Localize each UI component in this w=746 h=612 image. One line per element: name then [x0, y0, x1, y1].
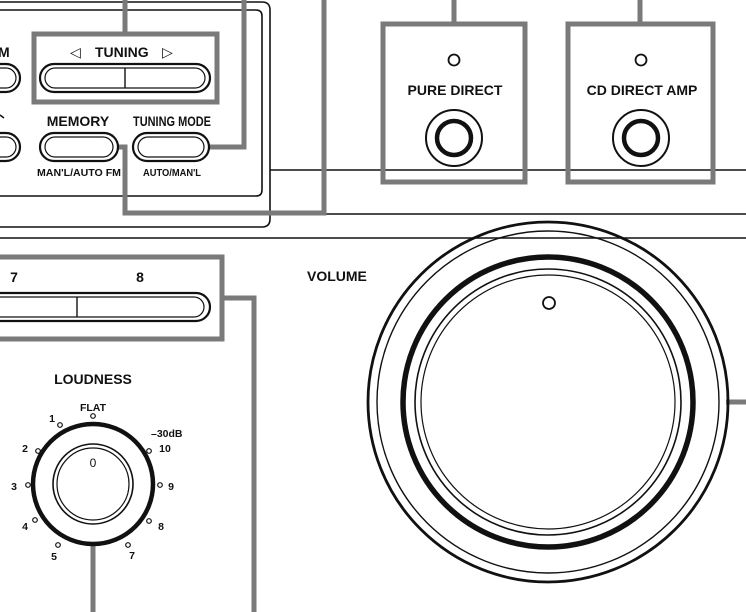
volume-knob[interactable] — [366, 220, 730, 584]
tuning-group: ◁ TUNING ▷ — [38, 44, 212, 94]
preset-7-8-button[interactable] — [0, 291, 212, 323]
presets-leader — [222, 295, 257, 612]
scale-dot-10 — [146, 448, 152, 454]
loudness-group: LOUDNESS FLAT –30dB 0 1 2 3 4 5 7 8 9 — [11, 371, 183, 563]
memory-label: MEMORY — [47, 113, 110, 129]
pure-direct-group: PURE DIRECT — [408, 53, 503, 167]
scale-label-1: 1 — [49, 413, 55, 425]
volume-group: VOLUME — [307, 220, 730, 584]
preset-group: 7 8 — [0, 269, 212, 323]
cropped-button-label: M — [0, 44, 10, 60]
loudness-knob-mark: 0 — [90, 456, 97, 470]
tuning-mode-button[interactable] — [131, 131, 211, 163]
tuning-left-arrow: ◁ — [70, 44, 81, 60]
cropped-button-upper[interactable] — [0, 62, 22, 94]
scale-dot-2 — [35, 448, 41, 454]
tuning-right-arrow: ▷ — [162, 44, 173, 60]
tuning-mode-leader — [198, 0, 247, 150]
preset-8-label: 8 — [136, 269, 144, 285]
volume-indicator-dot — [542, 296, 556, 310]
tuning-button[interactable] — [38, 62, 212, 94]
tuning-mode-group: TUNING MODE AUTO/MAN'L — [131, 113, 211, 179]
pure-direct-indicator — [447, 53, 461, 67]
memory-button[interactable] — [38, 131, 120, 163]
scale-dot-flat — [90, 413, 96, 419]
tuning-mode-label: TUNING MODE — [133, 113, 211, 129]
cd-direct-amp-button[interactable] — [612, 109, 670, 167]
scale-dot-5 — [55, 542, 61, 548]
memory-leader — [112, 0, 327, 216]
pure-direct-label: PURE DIRECT — [408, 82, 503, 98]
loudness-knob[interactable] — [30, 421, 156, 547]
scale-label-9: 9 — [168, 481, 174, 493]
scale-label-2: 2 — [22, 443, 28, 455]
tuning-label: TUNING — [95, 44, 149, 60]
scale-dot-4 — [32, 517, 38, 523]
loudness-flat-label: FLAT — [80, 402, 107, 414]
tuning-mode-sub-label: AUTO/MAN'L — [143, 167, 202, 179]
cd-direct-amp-label: CD DIRECT AMP — [587, 82, 698, 98]
scale-dot-7 — [125, 542, 131, 548]
cropped-button-lower[interactable] — [0, 131, 22, 163]
preset-7-label: 7 — [10, 269, 18, 285]
cd-direct-amp-group: CD DIRECT AMP — [587, 53, 698, 167]
scale-label-8: 8 — [158, 521, 164, 533]
scale-dot-3 — [25, 482, 31, 488]
volume-label: VOLUME — [307, 268, 367, 284]
scale-label-4: 4 — [22, 521, 28, 533]
scale-dot-8 — [146, 518, 152, 524]
loudness-db-label: –30dB — [151, 428, 183, 440]
scale-dot-1 — [57, 422, 63, 428]
memory-group: MEMORY MAN'L/AUTO FM — [37, 113, 121, 179]
pure-direct-button[interactable] — [425, 109, 483, 167]
scale-label-7: 7 — [129, 550, 135, 562]
scale-dot-9 — [157, 482, 163, 488]
loudness-label: LOUDNESS — [54, 371, 132, 387]
scale-label-3: 3 — [11, 481, 17, 493]
cropped-label-mark — [0, 114, 5, 119]
scale-label-10: 10 — [159, 443, 171, 455]
cd-direct-amp-indicator — [634, 53, 648, 67]
loudness-scale-dots — [25, 413, 163, 548]
memory-sub-label: MAN'L/AUTO FM — [37, 167, 121, 179]
scale-label-5: 5 — [51, 551, 57, 563]
